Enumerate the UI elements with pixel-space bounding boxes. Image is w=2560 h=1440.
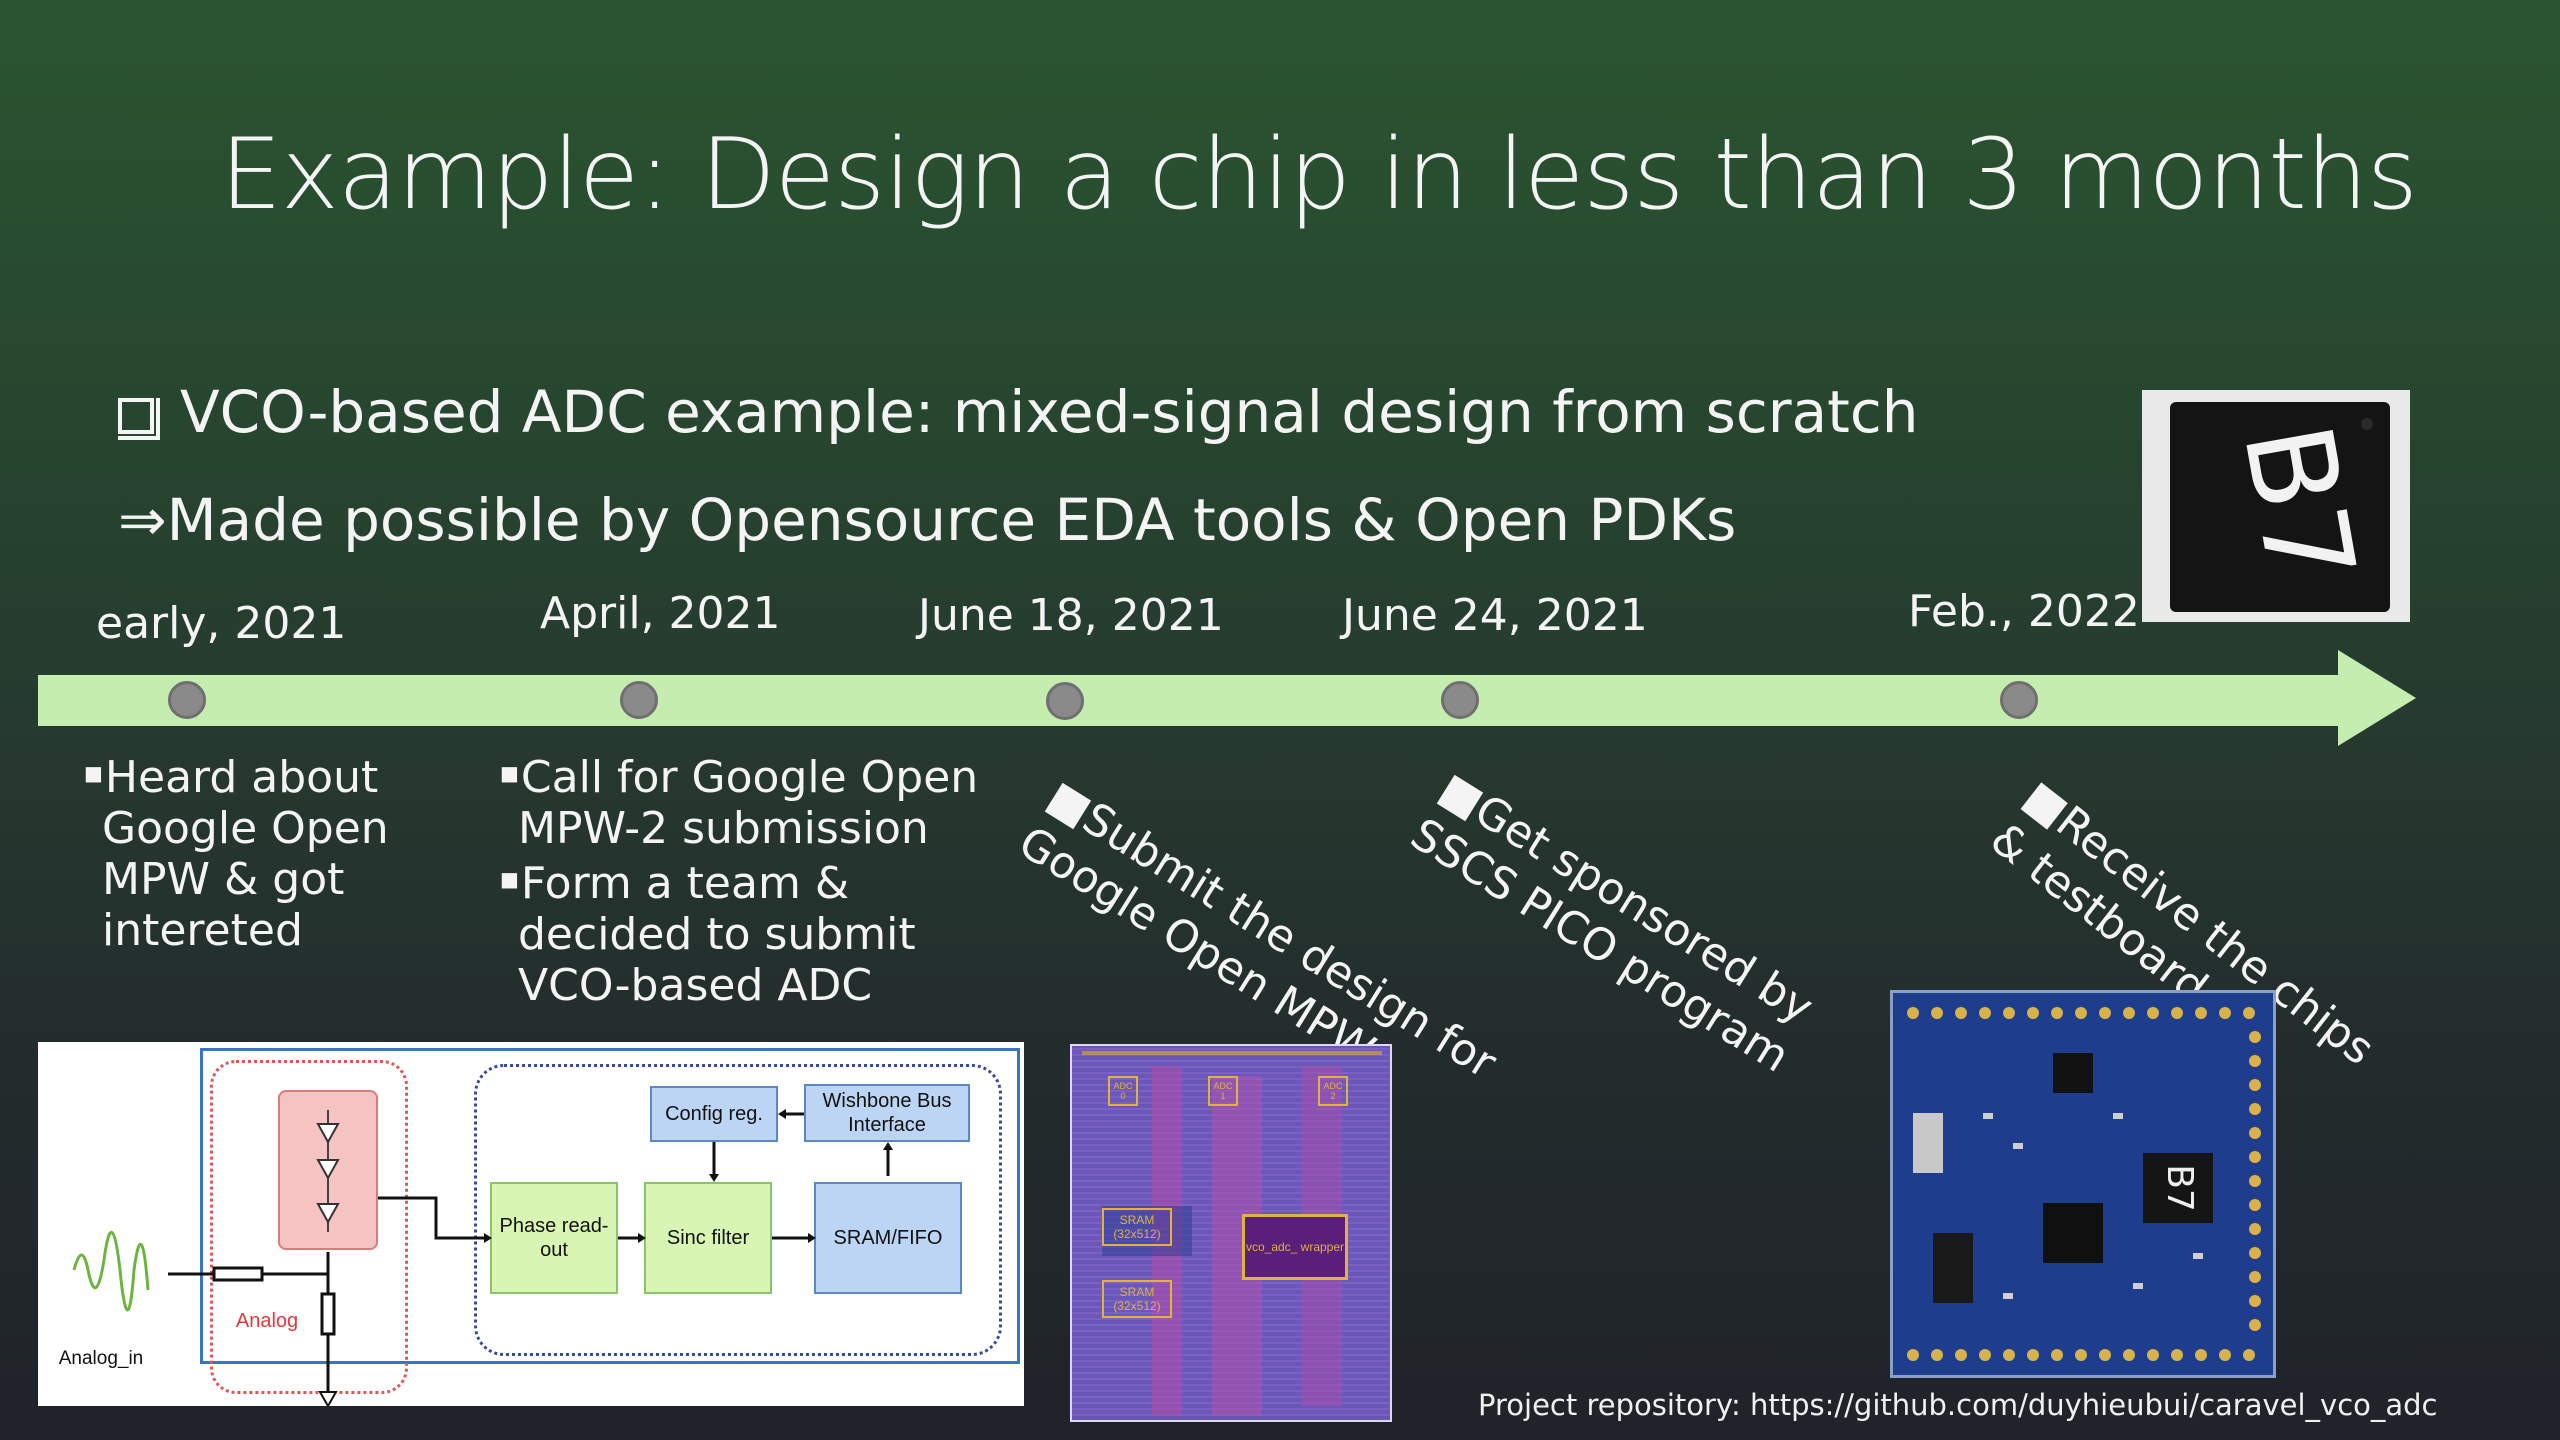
analog-in-label: Analog_in	[58, 1348, 144, 1369]
chip-layout-image: ADC 0 ADC 1 ADC 2 SRAM (32x512) SRAM (32…	[1070, 1044, 1392, 1422]
board-chip-marking: B7	[2159, 1164, 2200, 1212]
event-heard-about: ■Heard about Google Open MPW & got inter…	[84, 752, 389, 956]
inverter-chain-icon	[316, 1110, 340, 1232]
bullet-vco-adc-text: VCO-based ADC example: mixed-signal desi…	[180, 378, 1919, 446]
adc-0-block: ADC 0	[1108, 1076, 1138, 1106]
slide-title: Example: Design a chip in less than 3 mo…	[220, 118, 2418, 232]
checkbox-icon	[118, 398, 160, 440]
date-april-2021: April, 2021	[540, 588, 781, 639]
chip-boundary	[200, 1048, 1020, 1364]
testboard-graphic: B7	[1893, 993, 2273, 1375]
adc-1-block: ADC 1	[1208, 1076, 1238, 1106]
timeline-dot	[1441, 681, 1479, 719]
sram-fifo-block: SRAM/FIFO	[814, 1182, 962, 1294]
date-early-2021: early, 2021	[96, 598, 347, 649]
date-june-24-2021: June 24, 2021	[1342, 590, 1648, 641]
sram-block-1: SRAM (32x512)	[1102, 1208, 1172, 1246]
wishbone-block: Wishbone Bus Interface	[804, 1084, 970, 1142]
analog-region	[210, 1060, 408, 1394]
sram-block-2: SRAM (32x512)	[1102, 1280, 1172, 1318]
adc-2-block: ADC 2	[1318, 1076, 1348, 1106]
timeline-dot	[1046, 682, 1084, 720]
date-feb-2022: Feb., 2022	[1908, 586, 2140, 637]
timeline-dot	[2000, 681, 2038, 719]
timeline-dot	[620, 681, 658, 719]
digital-region	[474, 1064, 1002, 1356]
sinc-filter-block: Sinc filter	[644, 1182, 772, 1294]
chip-photo: B7	[2142, 390, 2410, 622]
timeline-dot	[168, 681, 206, 719]
date-june-18-2021: June 18, 2021	[918, 590, 1224, 641]
config-reg-block: Config reg.	[650, 1086, 778, 1142]
timeline-arrow	[38, 650, 2416, 746]
vco-block	[278, 1090, 378, 1250]
diagram-wires	[72, 1109, 893, 1406]
chip-image: B7	[2142, 390, 2410, 622]
project-repository: Project repository: https://github.com/d…	[1478, 1388, 2438, 1422]
testboard-photo: B7	[1890, 990, 2276, 1378]
chip-marking: B7	[2216, 415, 2380, 595]
block-diagram: Config reg. Wishbone Bus Interface Phase…	[38, 1042, 1024, 1406]
analog-label: Analog	[235, 1310, 299, 1332]
vco-adc-wrapper-block: vco_adc_ wrapper	[1242, 1214, 1348, 1280]
bullet-vco-adc: VCO-based ADC example: mixed-signal desi…	[118, 378, 1919, 446]
event-call-for-mpw: ■Call for Google Open MPW-2 submission ■…	[500, 752, 979, 1011]
bullet-opensource: ⇒Made possible by Opensource EDA tools &…	[118, 486, 1737, 554]
